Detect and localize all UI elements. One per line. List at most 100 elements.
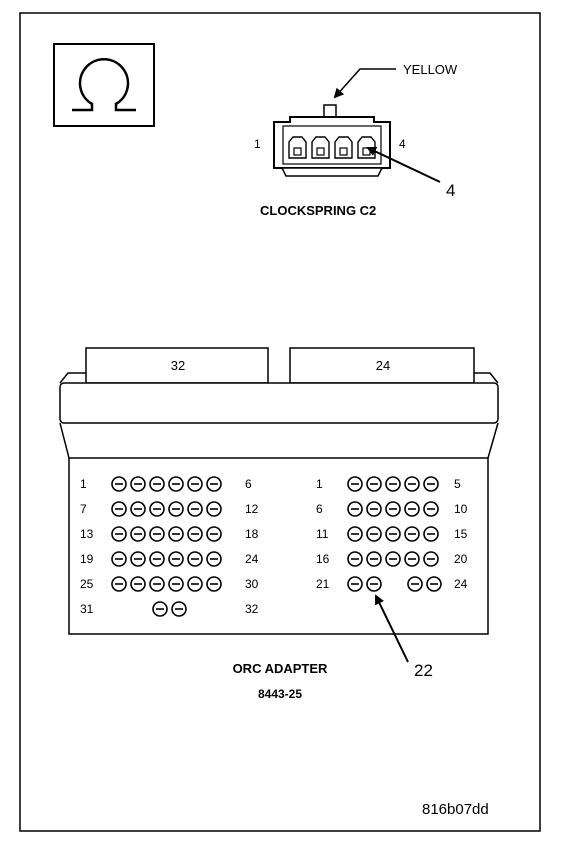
pin-row-end-label: 10 <box>454 502 468 516</box>
pin-terminal-icon <box>168 551 184 567</box>
adapter-callout-leader <box>374 594 409 663</box>
clockspring-pin-cavities <box>288 136 376 159</box>
pin-terminal-icon <box>168 476 184 492</box>
pin-terminal-icon <box>152 601 168 617</box>
pin-terminal-icon <box>187 576 203 592</box>
pin-terminal-icon <box>366 576 382 592</box>
pin-terminal-icon <box>347 501 363 517</box>
pin-terminal-icon <box>366 526 382 542</box>
clockspring-connector <box>273 104 391 177</box>
left-tab-label: 32 <box>171 358 185 373</box>
pin-terminal-icon <box>404 476 420 492</box>
pin-terminal-icon <box>149 526 165 542</box>
pin-terminal-icon <box>111 551 127 567</box>
pin-row-end-label: 24 <box>245 552 259 566</box>
pin-row-end-label: 24 <box>454 577 468 591</box>
pin-terminal-icon <box>385 551 401 567</box>
pin-terminal-icon <box>347 551 363 567</box>
pin-row-end-label: 5 <box>454 477 461 491</box>
pin-terminal-icon <box>168 501 184 517</box>
pin-row-start-label: 25 <box>80 577 94 591</box>
adapter-callout-number: 22 <box>414 661 433 680</box>
adapter-title: ORC ADAPTER <box>233 661 328 676</box>
pin-terminal-icon <box>347 526 363 542</box>
pin-row-start-label: 7 <box>80 502 87 516</box>
adapter-part-number: 8443-25 <box>258 687 302 701</box>
pin-row-end-label: 18 <box>245 527 259 541</box>
pin-terminal-icon <box>187 551 203 567</box>
pin-terminal-icon <box>187 526 203 542</box>
pin-terminal-icon <box>130 501 146 517</box>
pin-row-start-label: 6 <box>316 502 323 516</box>
pin-terminal-icon <box>206 526 222 542</box>
pin-terminal-icon <box>366 501 382 517</box>
pin-terminal-icon <box>149 476 165 492</box>
pin-terminal-icon <box>111 526 127 542</box>
pin-row-start-label: 19 <box>80 552 94 566</box>
pin-row-start-label: 1 <box>316 477 323 491</box>
pin-terminal-icon <box>206 576 222 592</box>
pin-row-start-label: 31 <box>80 602 94 616</box>
pin-terminal-icon <box>149 551 165 567</box>
cs-callout-leader <box>366 146 441 183</box>
pin-terminal-icon <box>171 601 187 617</box>
left-tab <box>85 347 269 384</box>
outer-frame <box>19 12 541 832</box>
pin-terminal-icon <box>407 576 423 592</box>
wire-color-label: YELLOW <box>403 62 458 77</box>
pin-row-end-label: 20 <box>454 552 468 566</box>
pin-terminal-icon <box>385 526 401 542</box>
pin-row-end-label: 12 <box>245 502 259 516</box>
pin-terminal-icon <box>423 476 439 492</box>
pin-terminal-icon <box>404 526 420 542</box>
pin-terminal-icon <box>130 476 146 492</box>
pin-terminal-icon <box>130 576 146 592</box>
pin-terminal-icon <box>404 551 420 567</box>
pin-terminal-icon <box>111 501 127 517</box>
right-tab-label: 24 <box>376 358 390 373</box>
pin-terminal-icon <box>426 576 442 592</box>
pin-terminal-icon <box>366 551 382 567</box>
pin-terminal-icon <box>149 501 165 517</box>
pin-row-end-label: 32 <box>245 602 259 616</box>
pin-row-start-label: 13 <box>80 527 94 541</box>
pin-terminal-icon <box>385 501 401 517</box>
right-tab <box>289 347 475 384</box>
pin-terminal-icon <box>423 551 439 567</box>
cs-callout-number: 4 <box>446 181 455 200</box>
cs-pin-last-label: 4 <box>399 137 406 151</box>
pin-terminal-icon <box>130 551 146 567</box>
pin-terminal-icon <box>404 501 420 517</box>
pin-terminal-icon <box>168 576 184 592</box>
ohm-icon <box>53 43 155 127</box>
pin-terminal-icon <box>206 476 222 492</box>
clockspring-title: CLOCKSPRING C2 <box>260 203 376 218</box>
pin-terminal-icon <box>111 476 127 492</box>
pin-terminal-icon <box>187 501 203 517</box>
pin-row-start-label: 16 <box>316 552 330 566</box>
pin-terminal-icon <box>385 476 401 492</box>
pin-terminal-icon <box>149 576 165 592</box>
wire-color-leader <box>333 68 396 99</box>
figure-id: 816b07dd <box>422 801 489 818</box>
pin-terminal-icon <box>206 501 222 517</box>
pin-row-end-label: 15 <box>454 527 468 541</box>
pin-cavity <box>288 136 307 159</box>
pin-cavity <box>357 136 376 159</box>
pin-terminal-icon <box>347 576 363 592</box>
pin-terminal-icon <box>423 501 439 517</box>
pin-cavity <box>311 136 330 159</box>
pin-terminal-icon <box>206 551 222 567</box>
pin-row-start-label: 11 <box>316 527 329 541</box>
pin-cavity <box>334 136 353 159</box>
pin-terminal-icon <box>168 526 184 542</box>
pin-terminal-icon <box>423 526 439 542</box>
pin-row-end-label: 30 <box>245 577 259 591</box>
pin-terminal-icon <box>130 526 146 542</box>
pin-terminal-icon <box>347 476 363 492</box>
pin-row-start-label: 21 <box>316 577 330 591</box>
pin-terminal-icon <box>187 476 203 492</box>
